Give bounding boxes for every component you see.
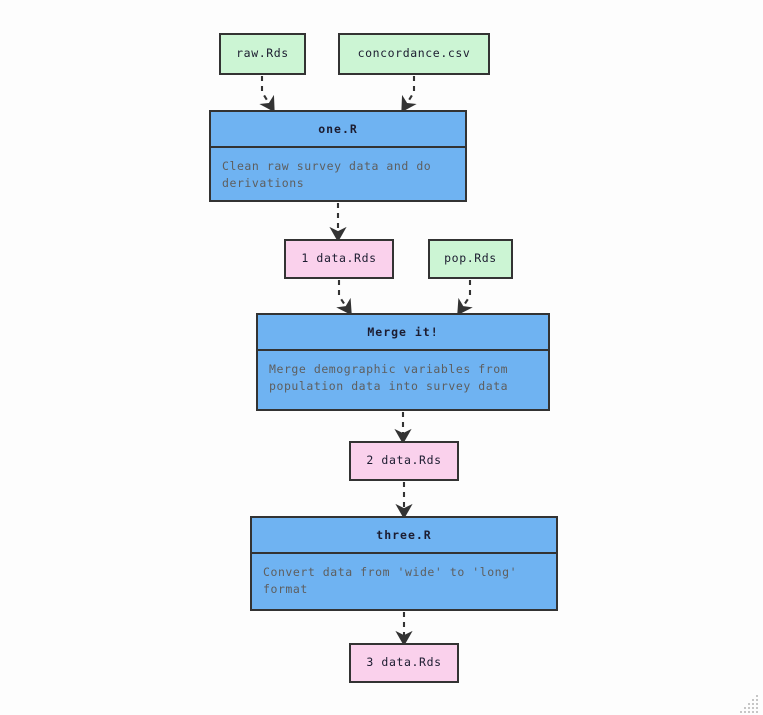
node-label: concordance.csv bbox=[357, 46, 471, 61]
edge-raw-to-one bbox=[259, 76, 275, 113]
node-label: 3 data.Rds bbox=[366, 655, 442, 670]
node-label: 2 data.Rds bbox=[366, 453, 442, 468]
node-title: three.R bbox=[252, 518, 556, 554]
node-description: Merge demographic variables from populat… bbox=[269, 362, 509, 393]
node-concordance-csv[interactable]: concordance.csv bbox=[338, 33, 490, 75]
node-description: Clean raw survey data and do derivations bbox=[222, 159, 432, 190]
node-merge-it[interactable]: Merge it! Merge demographic variables fr… bbox=[256, 313, 550, 411]
node-2-data-rds[interactable]: 2 data.Rds bbox=[349, 441, 459, 481]
node-one-r[interactable]: one.R Clean raw survey data and do deriv… bbox=[209, 110, 467, 202]
node-raw-rds[interactable]: raw.Rds bbox=[219, 33, 306, 75]
node-label: pop.Rds bbox=[444, 251, 497, 266]
node-three-r[interactable]: three.R Convert data from 'wide' to 'lon… bbox=[250, 516, 558, 611]
node-label: raw.Rds bbox=[236, 46, 289, 61]
resize-handle-icon[interactable] bbox=[740, 692, 762, 714]
node-pop-rds[interactable]: pop.Rds bbox=[428, 239, 513, 279]
edge-pop-to-merge bbox=[457, 280, 473, 316]
edge-data1-to-merge bbox=[336, 280, 352, 316]
node-3-data-rds[interactable]: 3 data.Rds bbox=[349, 643, 459, 683]
node-title: Merge it! bbox=[258, 315, 548, 351]
node-label: 1 data.Rds bbox=[301, 251, 377, 266]
edge-concordance-to-one bbox=[401, 76, 417, 113]
node-1-data-rds[interactable]: 1 data.Rds bbox=[284, 239, 394, 279]
node-title: one.R bbox=[211, 112, 465, 148]
node-description: Convert data from 'wide' to 'long' forma… bbox=[263, 565, 518, 596]
